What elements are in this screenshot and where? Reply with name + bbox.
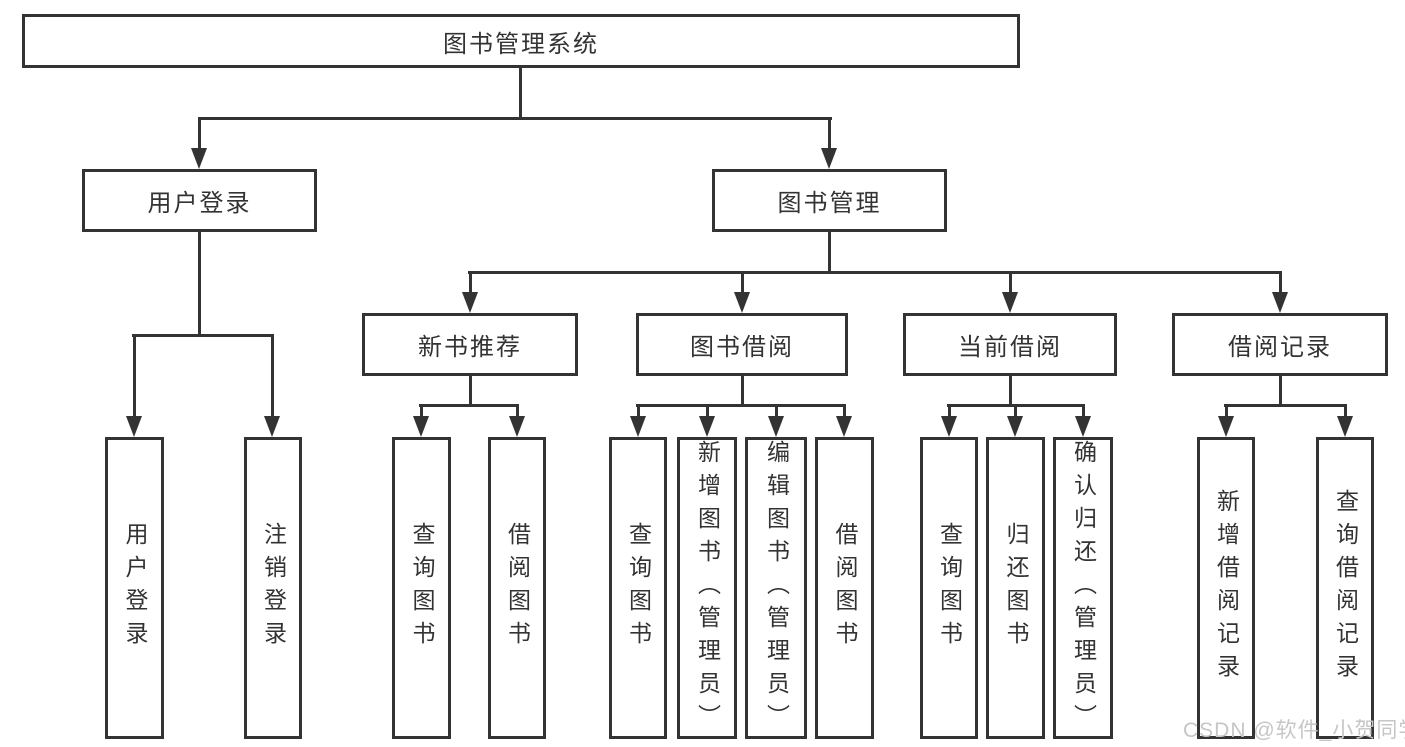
arrow-down-icon — [1075, 416, 1091, 437]
csdn-watermark: CSDN @软件_小贺同学 — [1183, 719, 1405, 742]
arrow-down-icon — [1007, 416, 1023, 437]
arrow-down-icon — [462, 292, 478, 313]
connector-new-books-stem — [469, 376, 472, 406]
connector-book-mgmt-stem — [828, 232, 831, 273]
arrow-down-icon — [509, 416, 525, 437]
leaf-newbooks-borrow: 借阅图书 — [488, 437, 546, 739]
arrow-down-icon — [699, 416, 715, 437]
connector-new-books-drop — [469, 273, 472, 295]
connector-leaf-drop — [948, 406, 951, 418]
connector-leaf-drop — [420, 406, 423, 418]
leaf-current-confirm-admin: 确认归还（管理员） — [1053, 437, 1113, 739]
connector-borrow-records-drop — [1279, 273, 1282, 295]
connector-current-borrow-stem — [1009, 376, 1012, 406]
arrow-down-icon — [1337, 416, 1353, 437]
leaf-user-login: 用户登录 — [105, 437, 164, 739]
node-book-borrow: 图书借阅 — [636, 313, 848, 376]
arrow-down-icon — [768, 416, 784, 437]
arrow-down-icon — [630, 416, 646, 437]
connector-user-login-stem — [198, 232, 201, 336]
node-root-system: 图书管理系统 — [22, 14, 1020, 68]
connector-leaf-drop — [706, 406, 709, 418]
connector-leaf-drop — [843, 406, 846, 418]
connector-new-books-branch — [419, 404, 519, 407]
connector-book-borrow-stem — [741, 376, 744, 406]
node-user-login: 用户登录 — [82, 169, 317, 232]
node-borrow-records: 借阅记录 — [1172, 313, 1388, 376]
arrow-down-icon — [1002, 292, 1018, 313]
connector-root-stem — [519, 68, 522, 119]
connector-user-login-drop — [198, 119, 201, 150]
arrow-down-icon — [191, 148, 207, 169]
connector-leaf-drop — [1225, 406, 1228, 418]
arrow-down-icon — [821, 148, 837, 169]
connector-leaf-drop — [637, 406, 640, 418]
connector-root-branch — [198, 117, 832, 120]
arrow-down-icon — [1218, 416, 1234, 437]
arrow-down-icon — [734, 292, 750, 313]
node-current-borrow: 当前借阅 — [903, 313, 1117, 376]
leaf-current-return: 归还图书 — [986, 437, 1045, 739]
leaf-records-add: 新增借阅记录 — [1197, 437, 1255, 739]
connector-current-borrow-drop — [1009, 273, 1012, 295]
connector-current-borrow-branch — [947, 404, 1085, 407]
node-new-books: 新书推荐 — [362, 313, 578, 376]
arrow-down-icon — [413, 416, 429, 437]
connector-leaf-drop — [516, 406, 519, 418]
connector-leaf-drop — [271, 336, 274, 418]
arrow-down-icon — [1272, 292, 1288, 313]
leaf-borrow-edit-admin: 编辑图书（管理员） — [745, 437, 807, 739]
connector-borrow-records-branch — [1224, 404, 1347, 407]
connector-leaf-drop — [133, 336, 136, 418]
arrow-down-icon — [264, 416, 280, 437]
connector-borrow-records-stem — [1279, 376, 1282, 406]
connector-user-login-branch — [132, 334, 274, 337]
leaf-current-query: 查询图书 — [920, 437, 978, 739]
arrow-down-icon — [941, 416, 957, 437]
arrow-down-icon — [836, 416, 852, 437]
connector-leaf-drop — [1344, 406, 1347, 418]
connector-book-mgmt-branch — [468, 271, 1282, 274]
leaf-records-query: 查询借阅记录 — [1316, 437, 1374, 739]
arrow-down-icon — [126, 416, 142, 437]
connector-leaf-drop — [775, 406, 778, 418]
node-book-mgmt: 图书管理 — [712, 169, 947, 232]
leaf-borrow-query: 查询图书 — [609, 437, 667, 739]
connector-leaf-drop — [1082, 406, 1085, 418]
leaf-newbooks-query: 查询图书 — [392, 437, 451, 739]
connector-book-borrow-branch — [636, 404, 846, 407]
connector-book-borrow-drop — [741, 273, 744, 295]
connector-book-mgmt-drop — [828, 119, 831, 150]
leaf-logout: 注销登录 — [244, 437, 302, 739]
leaf-borrow-add-admin: 新增图书（管理员） — [677, 437, 737, 739]
connector-leaf-drop — [1014, 406, 1017, 418]
leaf-borrow-borrow: 借阅图书 — [815, 437, 874, 739]
